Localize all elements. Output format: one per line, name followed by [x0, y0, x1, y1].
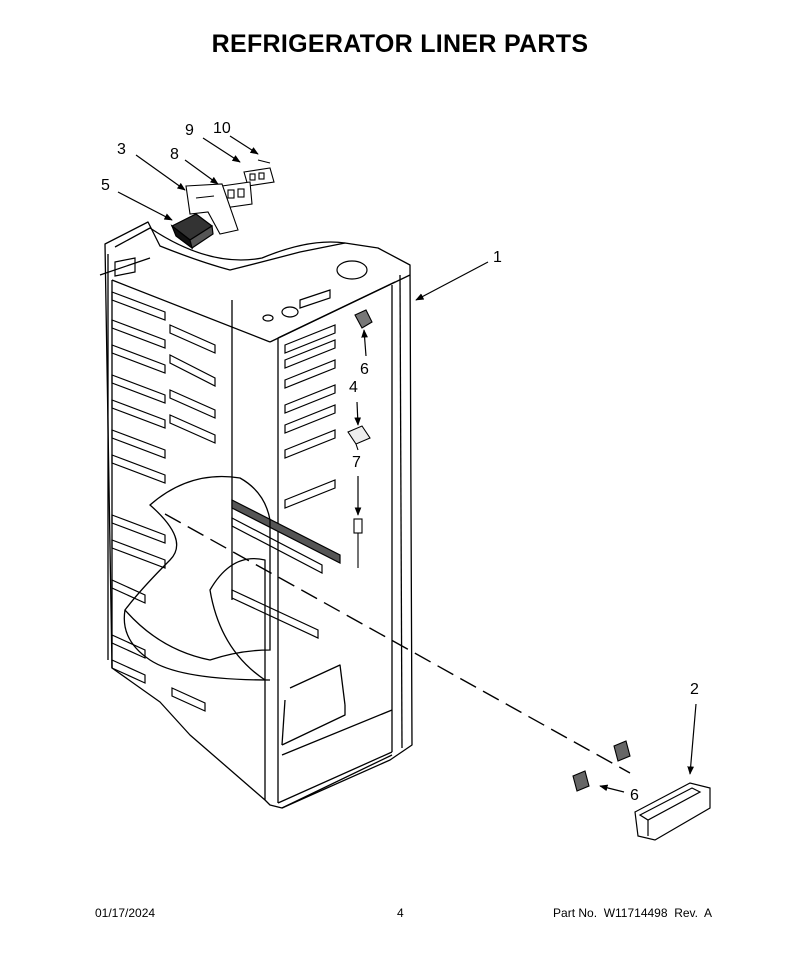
callout-5: 5: [101, 177, 110, 194]
callout-1: 1: [493, 249, 502, 266]
left-wall-shelf-rails: [111, 291, 216, 712]
footer-page-number: 4: [397, 906, 404, 920]
part-2-crisper-cover: [634, 782, 711, 841]
cutaway-outline: [123, 475, 271, 681]
page-title: REFRIGERATOR LINER PARTS: [211, 30, 589, 58]
callout-10: 10: [213, 120, 231, 137]
part-10-wire: [257, 159, 271, 164]
callout-3: 3: [117, 141, 126, 158]
footer-date: 01/17/2024: [95, 906, 156, 920]
assembly-dashed-line: [164, 513, 631, 774]
part-7-thermistor: [353, 518, 363, 568]
part-3-bracket: [185, 183, 239, 235]
top-detail-features: [114, 257, 368, 322]
part-6-light-socket-lower: [572, 740, 631, 792]
callout-9: 9: [185, 122, 194, 139]
right-wall-shelf-rails: [231, 324, 341, 639]
callout-2: 2: [690, 681, 699, 698]
callout-6-upper: 6: [360, 361, 369, 378]
part-4-switch: [347, 425, 371, 451]
footer-part-number: Part No. W11714498 Rev. A: [553, 906, 712, 920]
callout-4: 4: [349, 379, 358, 396]
callout-6-lower: 6: [630, 787, 639, 804]
callout-7: 7: [352, 454, 361, 471]
leader-lines: [99, 135, 697, 793]
part-5-control-module: [170, 213, 214, 250]
callout-8: 8: [170, 146, 179, 163]
part-6-light-socket-upper: [354, 309, 373, 329]
part-9-connector: [243, 167, 275, 187]
